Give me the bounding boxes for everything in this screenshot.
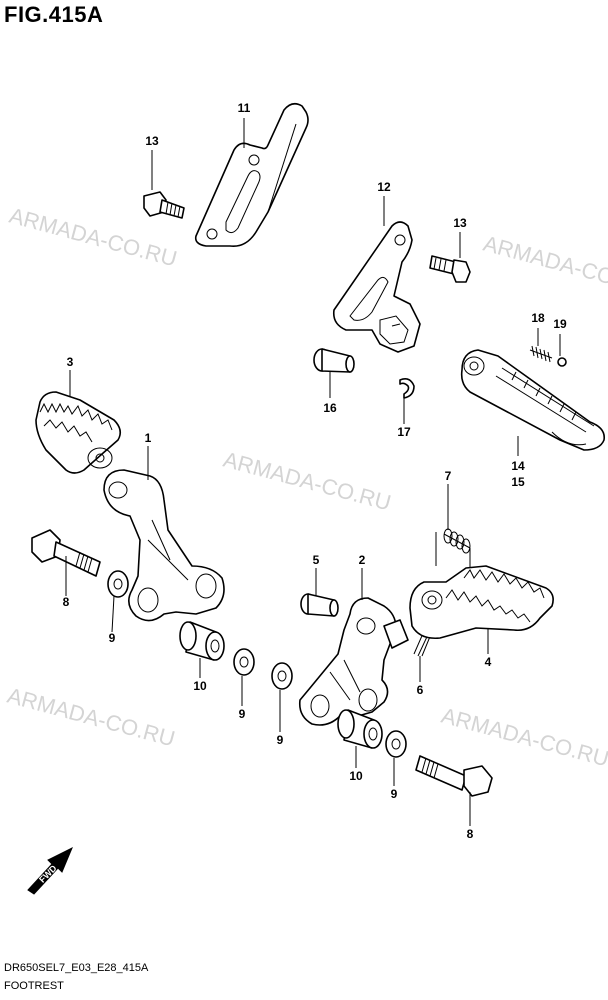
callouts: 11 13 12 13 18 19 16 17 14 15 3 1 7 8 9 … bbox=[63, 101, 567, 841]
watermark: ARMADA-CO.RU bbox=[481, 231, 608, 300]
part-8-bolt bbox=[31, 529, 101, 577]
callout-label: 19 bbox=[553, 317, 567, 331]
callout-label: 1 bbox=[145, 431, 152, 445]
watermark: ARMADA-CO.RU bbox=[439, 703, 608, 772]
callout-label: 7 bbox=[445, 469, 452, 483]
part-19-ball bbox=[557, 357, 567, 367]
part-8-bolt bbox=[415, 755, 493, 797]
callout-label: 8 bbox=[63, 595, 70, 609]
callout-label: 9 bbox=[277, 733, 284, 747]
watermark: ARMADA-CO.RU bbox=[5, 683, 178, 752]
callout-label: 3 bbox=[67, 355, 74, 369]
callout-label: 11 bbox=[238, 101, 251, 115]
callout-label: 14 bbox=[511, 459, 525, 473]
part-13-bolt bbox=[429, 255, 471, 283]
callout-label: 13 bbox=[145, 134, 159, 148]
callout-label: 12 bbox=[377, 180, 391, 194]
part-5-pin bbox=[300, 593, 339, 617]
callout-label: 13 bbox=[453, 216, 467, 230]
callout-label: 8 bbox=[467, 827, 474, 841]
diagram-code: DR650SEL7_E03_E28_415A bbox=[4, 962, 149, 974]
part-9-washer bbox=[233, 648, 255, 676]
fwd-arrow-icon: FWD bbox=[27, 846, 73, 895]
part-9-washer bbox=[385, 730, 407, 758]
part-1-bracket bbox=[103, 469, 225, 622]
diagram-name: FOOTREST bbox=[4, 980, 64, 992]
callout-label: 10 bbox=[349, 769, 363, 783]
callout-label: 9 bbox=[109, 631, 116, 645]
part-9-washer bbox=[271, 662, 293, 690]
part-12-bracket bbox=[332, 221, 421, 353]
figure-title: FIG.415A bbox=[4, 2, 104, 27]
part-4-footrest bbox=[409, 565, 554, 640]
callout-label: 9 bbox=[391, 787, 398, 801]
callout-label: 17 bbox=[397, 425, 411, 439]
part-3-footrest bbox=[35, 391, 122, 474]
leader-lines bbox=[65, 118, 561, 826]
callout-label: 15 bbox=[511, 475, 525, 489]
part-11-bracket-plate bbox=[194, 102, 309, 248]
part-10-bushing bbox=[179, 621, 225, 661]
part-16-pin bbox=[313, 348, 355, 373]
part-2-bracket bbox=[298, 597, 409, 726]
callout-label: 18 bbox=[531, 311, 545, 325]
part-10-bushing bbox=[337, 709, 383, 749]
part-14-footrest bbox=[460, 349, 606, 451]
callout-label: 5 bbox=[313, 553, 320, 567]
part-7-spring bbox=[435, 528, 471, 582]
part-17-e-ring bbox=[399, 378, 415, 399]
callout-label: 2 bbox=[359, 553, 366, 567]
watermark: ARMADA-CO.RU bbox=[221, 447, 394, 516]
part-18-spring bbox=[529, 345, 553, 363]
part-13-bolt bbox=[143, 191, 185, 219]
callout-label: 9 bbox=[239, 707, 246, 721]
part-9-washer bbox=[107, 570, 129, 598]
callout-label: 4 bbox=[485, 655, 492, 669]
callout-label: 6 bbox=[417, 683, 424, 697]
callout-label: 10 bbox=[193, 679, 207, 693]
callout-label: 16 bbox=[323, 401, 337, 415]
